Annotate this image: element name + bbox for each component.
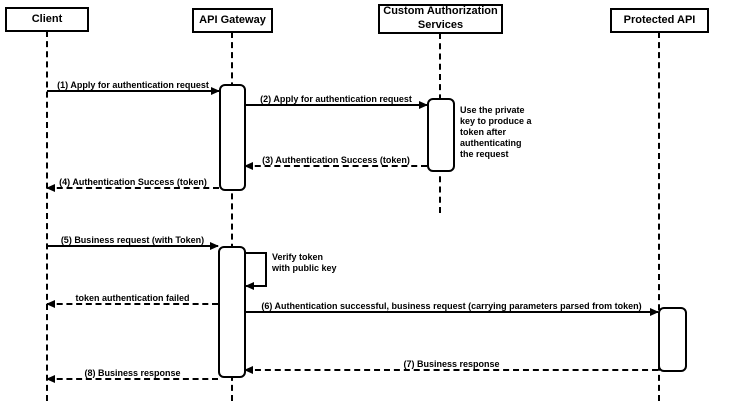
activation-api-gateway-2: [218, 246, 246, 378]
message-7-arrow: (7) Business response: [244, 359, 658, 374]
message-3-arrow: (3) Authentication Success (token): [244, 155, 427, 170]
message-fail-label: token authentication failed: [75, 293, 190, 303]
message-5-arrow: (5) Business request (with Token): [47, 235, 219, 250]
arrowhead-left-icon: [46, 184, 55, 192]
actor-custom-auth-label: Custom Authorization Services: [383, 5, 498, 31]
arrowhead-left-icon: [46, 375, 55, 383]
self-message-top-line: [246, 252, 267, 254]
message-6-arrow: (6) Authentication successful, business …: [245, 301, 659, 316]
message-2-arrow: (2) Apply for authentication request: [245, 94, 428, 109]
arrowhead-left-icon: [245, 282, 254, 290]
message-5-label: (5) Business request (with Token): [60, 235, 205, 245]
arrowhead-right-icon: [419, 101, 428, 109]
actor-protected-api: Protected API: [610, 8, 709, 33]
lifeline-api-gateway: [231, 32, 233, 401]
message-7-label: (7) Business response: [403, 359, 500, 369]
actor-protected-api-label: Protected API: [623, 13, 696, 26]
actor-api-gateway: API Gateway: [192, 8, 273, 33]
actor-client: Client: [5, 7, 89, 32]
arrowhead-right-icon: [210, 242, 219, 250]
note-private-key: Use the private key to produce a token a…: [460, 105, 532, 159]
message-4-label: (4) Authentication Success (token): [59, 177, 207, 187]
actor-api-gateway-label: API Gateway: [199, 13, 266, 26]
activation-custom-auth: [427, 98, 455, 172]
arrowhead-left-icon: [244, 162, 253, 170]
actor-client-label: Client: [31, 12, 63, 25]
arrowhead-left-icon: [244, 366, 253, 374]
arrowhead-right-icon: [211, 87, 220, 95]
message-6-label: (6) Authentication successful, business …: [261, 301, 642, 311]
self-message-label: Verify token with public key: [272, 252, 337, 273]
message-3-label: (3) Authentication Success (token): [262, 155, 410, 165]
self-message-return-line: [245, 282, 267, 290]
arrowhead-right-icon: [650, 308, 659, 316]
message-4-arrow: (4) Authentication Success (token): [46, 177, 219, 192]
message-1-label: (1) Apply for authentication request: [57, 80, 209, 90]
self-message-vertical-line: [265, 252, 267, 287]
activation-api-gateway-1: [219, 84, 246, 191]
message-2-label: (2) Apply for authentication request: [260, 94, 412, 104]
lifeline-protected-api: [658, 32, 660, 401]
lifeline-client: [46, 31, 48, 401]
message-8-label: (8) Business response: [84, 368, 181, 378]
message-fail-arrow: token authentication failed: [46, 293, 218, 308]
activation-protected-api: [658, 307, 687, 372]
actor-custom-auth: Custom Authorization Services: [378, 4, 503, 34]
message-1-arrow: (1) Apply for authentication request: [47, 80, 220, 95]
arrowhead-left-icon: [46, 300, 55, 308]
message-8-arrow: (8) Business response: [46, 368, 218, 383]
